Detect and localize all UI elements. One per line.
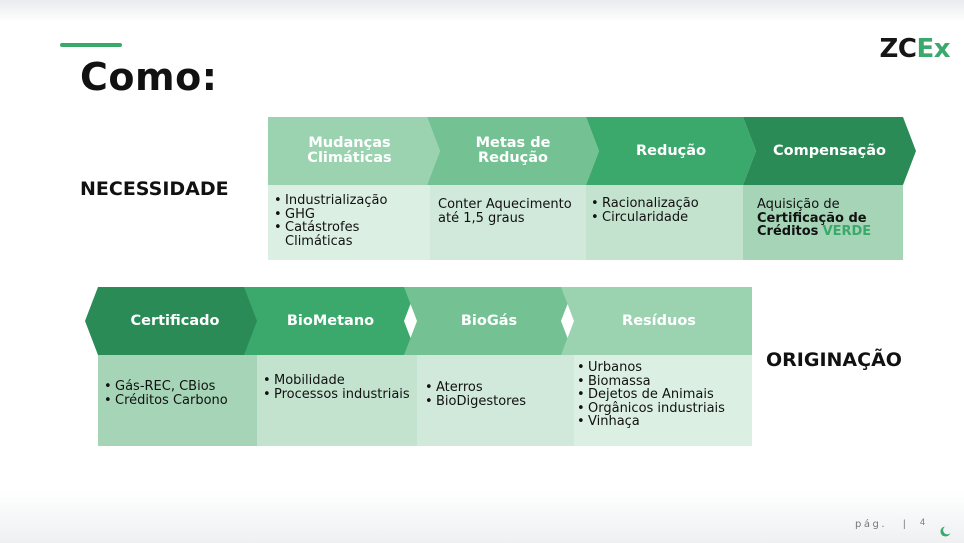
list-item: Mobilidade (263, 374, 413, 388)
header-metas-shape (427, 117, 599, 185)
page-separator: | (903, 519, 906, 530)
page-label: pág. (855, 519, 888, 530)
compensacao-line-2: Certificação de (757, 210, 867, 226)
list-item: Aterros (425, 381, 570, 395)
list-item: Orgânicos industriais (577, 401, 750, 416)
header-certificado: Certificado (130, 312, 220, 329)
header-metas: Metas de Redução (475, 135, 551, 166)
slide-title: Como: (80, 55, 218, 99)
list-item: Processos industriais (263, 387, 413, 402)
compensacao-creditos: Créditos (757, 224, 819, 239)
crescent-moon-icon (940, 526, 951, 537)
cell-biometano: Mobilidade Processos industriais (257, 355, 417, 446)
header-biometano: BioMetano (286, 312, 375, 329)
header-certificado-shape (85, 287, 257, 355)
list-item: GHG (274, 207, 426, 222)
top-shade (0, 0, 964, 22)
list-item: Biomassa (577, 374, 750, 389)
zcex-logo: ZCEx (879, 34, 951, 64)
header-residuos-shape (561, 287, 752, 355)
cell-certificado: Gás-REC, CBios Créditos Carbono (98, 355, 257, 446)
list-item: Racionalização (591, 197, 739, 211)
list-item: Urbanos (577, 361, 750, 375)
header-mudancas: Mudanças Climáticas (307, 135, 392, 166)
header-biogas-shape (404, 287, 574, 355)
cell-reducao: Racionalização Circularidade (586, 185, 743, 260)
list-item: Gás-REC, CBios (104, 380, 255, 394)
cell-mudancas: Industrialização GHG Catástrofes Climáti… (268, 185, 430, 260)
header-compensacao-shape (743, 117, 916, 185)
list-item: Vinhaça (577, 415, 750, 429)
header-residuos: Resíduos (622, 312, 696, 329)
list-item: Circularidade (591, 210, 739, 225)
footer (0, 490, 964, 543)
compensacao-verde: VERDE (822, 224, 872, 239)
list-item: Créditos Carbono (104, 393, 255, 408)
cell-residuos: Urbanos Biomassa Dejetos de Animais Orgâ… (574, 355, 752, 446)
header-mudancas-shape (268, 117, 440, 185)
header-compensacao: Compensação (772, 142, 886, 159)
list-item: Catástrofes Climáticas (274, 221, 426, 248)
compensacao-line-1: Aquisição de (757, 197, 840, 212)
cell-metas: Conter Aquecimento até 1,5 graus (430, 185, 586, 260)
cell-biogas: Aterros BioDigestores (417, 355, 574, 446)
list-item: Dejetos de Animais (577, 388, 750, 402)
header-reducao: Redução (635, 142, 707, 159)
list-item: Industrialização (274, 194, 426, 208)
header-reducao-shape (586, 117, 756, 185)
header-biometano-shape (244, 287, 417, 355)
header-biogas: BioGás (460, 312, 518, 329)
originacao-label: ORIGINAÇÃO (766, 349, 902, 371)
necessidade-label: NECESSIDADE (80, 178, 229, 200)
accent-line (60, 43, 122, 47)
cell-compensacao: Aquisição de Certificação de Créditos VE… (743, 185, 903, 260)
list-item: BioDigestores (425, 394, 570, 409)
page-number: 4 (920, 517, 926, 527)
